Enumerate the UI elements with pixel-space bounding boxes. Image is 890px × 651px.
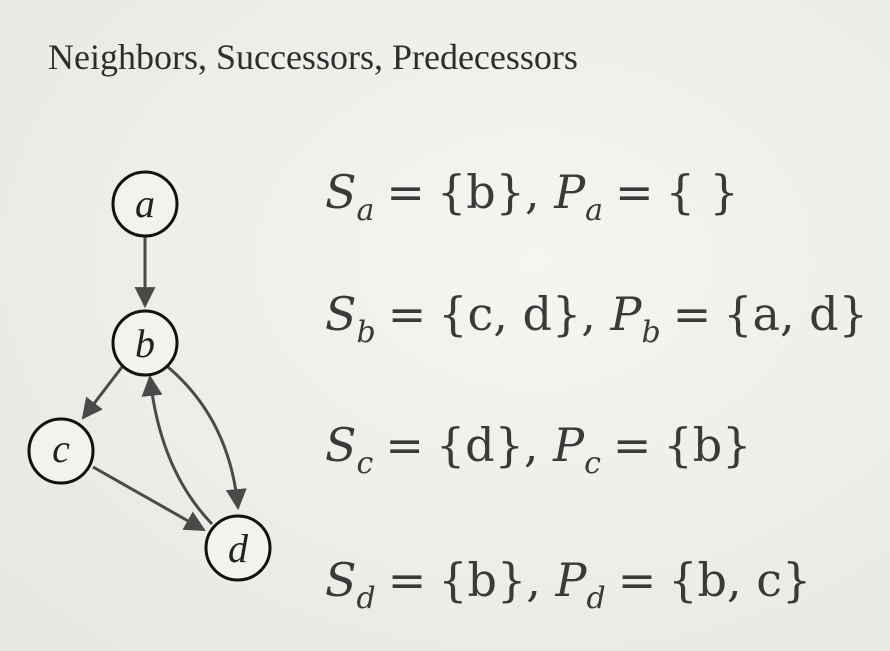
predecessor-symbol: P	[610, 287, 642, 341]
node-a-label: a	[135, 181, 155, 226]
predecessor-set: {a, d}	[723, 287, 868, 341]
successor-symbol: S	[325, 287, 357, 341]
edge-b-d	[167, 365, 247, 511]
edge-d-b	[141, 374, 214, 526]
equations-block: Sa={b}, Pa={ } Sb={c, d}, Pb={a, d} Sc={…	[325, 0, 885, 651]
predecessor-symbol: P	[555, 553, 587, 607]
node-b: b	[111, 309, 179, 377]
predecessor-symbol: P	[554, 165, 586, 219]
successor-subscript: d	[356, 581, 376, 616]
node-b-label: b	[135, 321, 155, 366]
successor-set: {c, d}	[438, 287, 582, 341]
successor-symbol: S	[325, 165, 357, 219]
equation-d: Sd={b}, Pd={b, c}	[325, 553, 812, 616]
successor-subscript: b	[356, 315, 376, 350]
edge-c-d	[92, 465, 206, 532]
successor-set: {d}	[435, 418, 524, 472]
predecessor-set: {b, c}	[668, 553, 812, 607]
predecessor-subscript: c	[584, 446, 601, 481]
predecessor-set: {b}	[663, 418, 752, 472]
node-c: c	[27, 417, 95, 485]
node-c-label: c	[52, 426, 70, 471]
node-d: d	[204, 514, 272, 582]
page-title: Neighbors, Successors, Predecessors	[48, 37, 578, 77]
predecessor-subscript: b	[641, 315, 661, 350]
predecessor-set: { }	[665, 165, 739, 219]
successor-symbol: S	[325, 418, 357, 472]
equation-c: Sc={d}, Pc={b}	[325, 418, 752, 481]
successor-set: {b}	[436, 165, 525, 219]
successor-set: {b}	[438, 553, 527, 607]
predecessor-subscript: d	[586, 581, 606, 616]
directed-graph: a b c d	[27, 170, 272, 582]
successor-subscript: c	[356, 446, 374, 481]
equation-b: Sb={c, d}, Pb={a, d}	[325, 287, 868, 350]
equation-a: Sa={b}, Pa={ }	[325, 165, 739, 228]
node-d-label: d	[228, 526, 249, 571]
predecessor-symbol: P	[553, 418, 585, 472]
successor-symbol: S	[325, 553, 357, 607]
predecessor-subscript: a	[585, 193, 604, 228]
node-a: a	[111, 170, 179, 238]
successor-subscript: a	[356, 193, 375, 228]
edge-b-c	[81, 366, 124, 420]
